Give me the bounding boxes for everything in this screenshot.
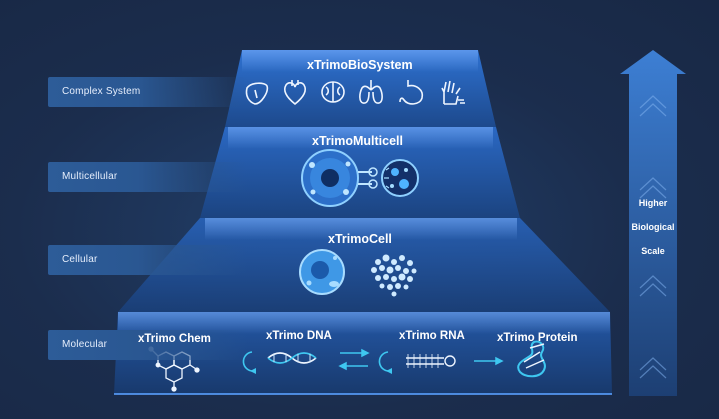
liver-icon bbox=[245, 82, 269, 105]
protein-structure-icon bbox=[517, 340, 546, 378]
col-title-rna: xTrimo RNA bbox=[399, 330, 465, 342]
dna-rna-arrows-icon bbox=[338, 348, 370, 371]
rna-strand-icon bbox=[406, 354, 456, 368]
scale-label: Higher Biological Scale bbox=[620, 191, 686, 263]
cell-icon bbox=[299, 249, 345, 295]
scale-line-1: Higher bbox=[638, 198, 668, 208]
level-complex-system: Complex System bbox=[48, 77, 248, 107]
rna-protein-arrow-icon bbox=[474, 356, 504, 366]
scale-line-2: Biological bbox=[631, 222, 675, 232]
dna-helix-icon bbox=[267, 352, 317, 364]
col-title-dna: xTrimo DNA bbox=[266, 330, 332, 342]
cell-group-icon bbox=[301, 149, 419, 207]
level-cellular: Cellular bbox=[48, 245, 248, 275]
level-multicellular: Multicellular bbox=[48, 162, 248, 192]
scale-line-3: Scale bbox=[641, 246, 665, 256]
col-title-protein: xTrimo Protein bbox=[497, 332, 578, 344]
tier-title-biosystem: xTrimoBioSystem bbox=[307, 58, 413, 72]
stomach-icon bbox=[399, 80, 424, 105]
cell-cluster-icon bbox=[371, 254, 417, 297]
brain-icon bbox=[321, 81, 345, 103]
level-molecular: Molecular bbox=[48, 330, 248, 360]
tier-title-cell: xTrimoCell bbox=[328, 232, 392, 246]
col-title-chem: xTrimo Chem bbox=[138, 333, 211, 345]
tier-title-multicell: xTrimoMulticell bbox=[312, 134, 403, 148]
lungs-icon bbox=[359, 80, 383, 104]
scale-arrow-shape bbox=[620, 50, 686, 396]
hand-icon bbox=[441, 80, 465, 105]
heart-icon bbox=[283, 80, 307, 106]
tier-cell-shape bbox=[118, 218, 610, 312]
